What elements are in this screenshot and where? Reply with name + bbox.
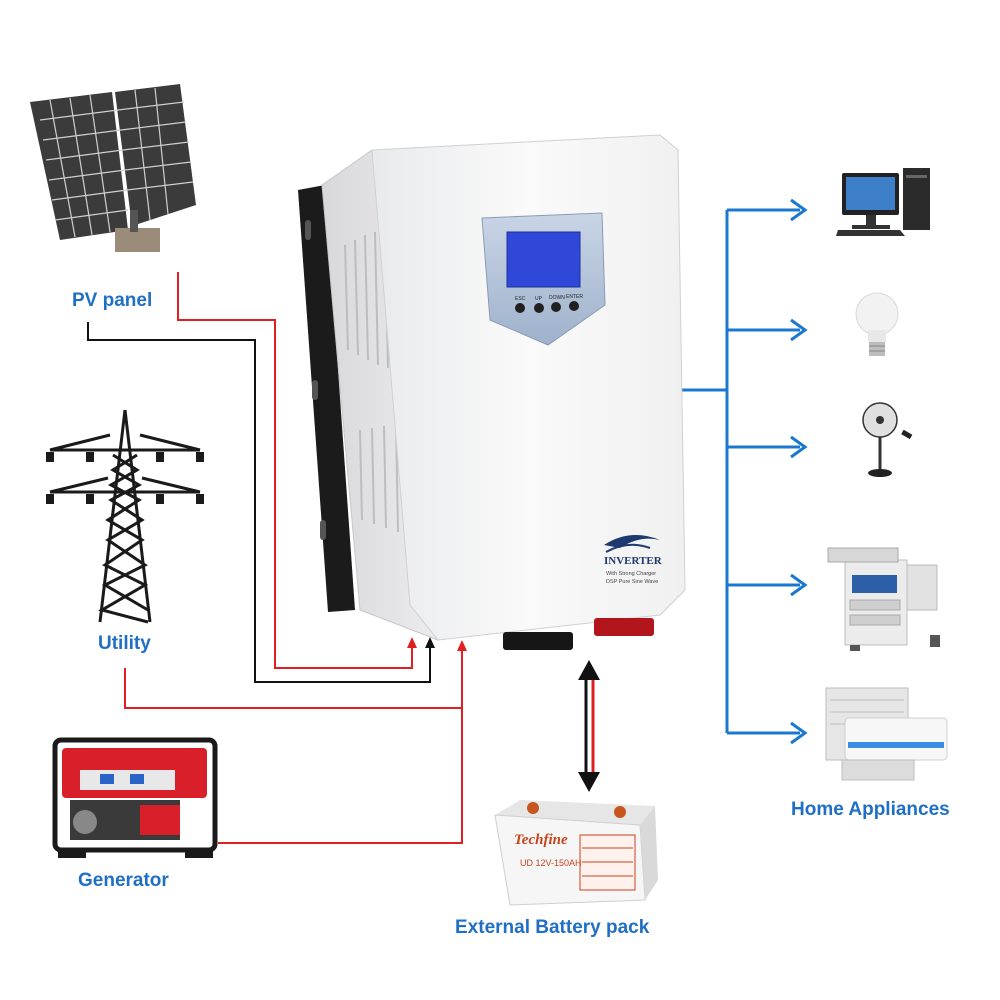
generator-icon bbox=[52, 737, 218, 858]
panel-buttons bbox=[515, 301, 579, 313]
inverter-button-label: ENTER bbox=[566, 294, 583, 300]
utility-label: Utility bbox=[98, 633, 151, 654]
generator-label: Generator bbox=[78, 870, 169, 891]
inverter-button-label: UP bbox=[535, 296, 543, 302]
computer-icon bbox=[836, 168, 930, 236]
air-conditioner-icon bbox=[825, 687, 948, 781]
battery-label: External Battery pack bbox=[455, 917, 650, 938]
battery-link-arrow bbox=[578, 660, 600, 792]
generator-red-wire bbox=[218, 708, 463, 844]
input-arrowheads bbox=[407, 637, 467, 651]
inverter-brand: INVERTER bbox=[604, 555, 663, 567]
wiring bbox=[87, 272, 463, 844]
pv-panel-label: PV panel bbox=[72, 290, 152, 311]
inverter-button-label: DOWN bbox=[549, 295, 565, 301]
inverter-button-labels: ESC UP DOWN ENTER bbox=[515, 294, 583, 302]
battery-model: UD 12V-150AH bbox=[520, 858, 582, 868]
battery-brand: Techfine bbox=[514, 832, 568, 848]
inverter-line2: DSP Pure Sine Wave bbox=[606, 579, 658, 585]
battery-icon bbox=[494, 800, 658, 906]
inverter-button-label: ESC bbox=[515, 296, 526, 302]
pv-red-wire bbox=[177, 272, 413, 669]
fan-icon bbox=[862, 402, 913, 477]
inverter bbox=[298, 134, 686, 650]
solar-panel-icon bbox=[30, 84, 196, 252]
appliances-label: Home Appliances bbox=[791, 799, 950, 820]
utility-red-wire bbox=[124, 648, 463, 709]
pv-black-wire bbox=[87, 322, 431, 683]
lcd-screen bbox=[506, 231, 581, 288]
inverter-line1: With Strong Charger bbox=[606, 571, 656, 577]
light-bulb-icon bbox=[855, 292, 899, 356]
output-lines bbox=[678, 198, 808, 745]
power-tower-icon bbox=[46, 409, 204, 624]
copier-icon bbox=[827, 547, 940, 651]
